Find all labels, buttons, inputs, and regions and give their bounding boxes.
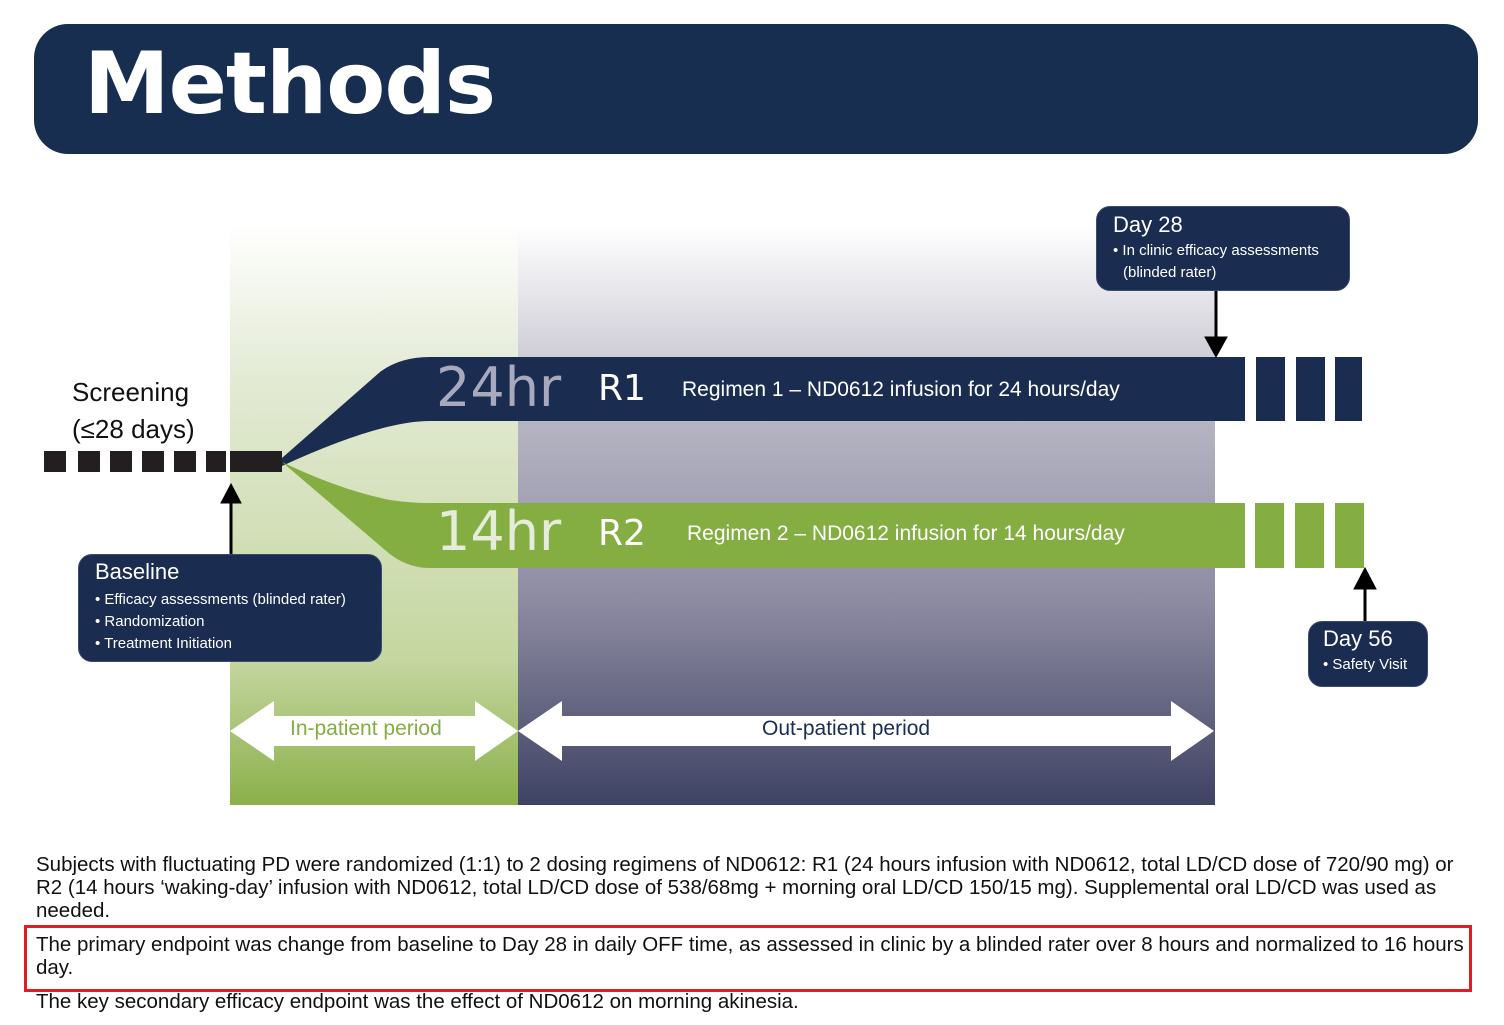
r1-dashes — [1256, 357, 1362, 421]
methods-paragraph: Subjects with fluctuating PD were random… — [36, 853, 1454, 922]
r2-label: Regimen 2 – ND0612 infusion for 14 hours… — [687, 522, 1125, 545]
title-banner — [34, 24, 1478, 154]
baseline-arrow-icon — [220, 482, 242, 555]
baseline-item: • Treatment Initiation — [95, 635, 232, 652]
screening-dashes — [44, 451, 282, 472]
page-title: Methods — [84, 34, 496, 134]
baseline-item: • Randomization — [95, 613, 205, 630]
screening-title: Screening — [72, 377, 190, 407]
outpatient-double-arrow-icon — [518, 701, 1214, 761]
r1-label: Regimen 1 – ND0612 infusion for 24 hours… — [682, 378, 1120, 401]
baseline-item: • Efficacy assessments (blinded rater) — [95, 591, 346, 608]
secondary-endpoint-paragraph: The key secondary efficacy endpoint was … — [36, 990, 799, 1013]
screening-duration: (≤28 days) — [72, 414, 195, 444]
day56-arrow-icon — [1353, 566, 1377, 621]
r1-hours: 24hr — [436, 356, 562, 419]
r2-hours: 14hr — [436, 500, 562, 563]
r2-code: R2 — [598, 513, 646, 554]
r2-arm — [282, 462, 1245, 568]
baseline-box: Baseline • Efficacy assessments (blinded… — [78, 554, 382, 662]
outpatient-label: Out-patient period — [762, 717, 931, 740]
day28-item: (blinded rater) — [1123, 264, 1217, 281]
baseline-title: Baseline — [95, 559, 180, 584]
highlight-box — [24, 925, 1472, 992]
day28-box: Day 28 • In clinic efficacy assessments … — [1096, 206, 1350, 291]
day28-item: • In clinic efficacy assessments — [1113, 242, 1319, 259]
r1-code: R1 — [598, 368, 646, 409]
r2-dashes — [1255, 503, 1364, 568]
day56-box: Day 56 • Safety Visit — [1308, 621, 1428, 687]
day28-title: Day 28 — [1113, 212, 1183, 237]
inpatient-double-arrow-icon — [230, 701, 518, 761]
day56-title: Day 56 — [1323, 626, 1393, 651]
day28-arrow-icon — [1204, 290, 1228, 359]
primary-endpoint-paragraph: The primary endpoint was change from bas… — [36, 933, 1464, 979]
screening-label: Screening (≤28 days) — [72, 374, 195, 448]
inpatient-label: In-patient period — [290, 717, 442, 740]
r1-arm — [282, 357, 1245, 466]
day56-item: • Safety Visit — [1323, 656, 1408, 673]
